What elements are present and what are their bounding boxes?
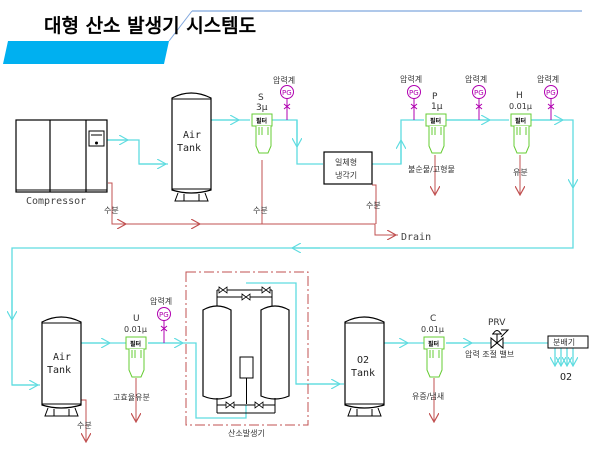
air-piping-row1 (12, 120, 573, 385)
filter-u-grade: U (133, 314, 140, 324)
filter-s[interactable]: S 3μ 필터 (251, 93, 273, 154)
adsorption-column-a (202, 305, 232, 400)
pipe-drain-tank2 (81, 399, 86, 442)
valve-icon (241, 293, 251, 301)
oxygen-generator-boundary (185, 271, 309, 426)
filter-h-grade: H (516, 91, 523, 101)
o2-tank-label-line2: Tank (351, 368, 375, 379)
filter-p-tag: 필터 (430, 117, 441, 125)
o2-tank-label-line1: O2 (357, 355, 369, 366)
svg-text:PG: PG (474, 89, 484, 97)
pipe-drain-dryer (372, 184, 377, 224)
adsorption-column-b (260, 305, 290, 400)
filter-s-micron: 3μ (256, 103, 268, 113)
distributor[interactable]: 분배기 O2 (547, 335, 589, 383)
filter-c-micron: 0.01μ (421, 325, 444, 334)
air-tank-2-label-line1: Air (53, 352, 71, 363)
filter-s-grade: S (258, 93, 264, 103)
svg-text:PG: PG (282, 89, 292, 97)
pipe-compressor-to-tank (107, 139, 168, 165)
filter-h-micron: 0.01μ (509, 102, 532, 111)
valve-icon (225, 401, 235, 409)
dryer-label-line2: 냉각기 (335, 170, 357, 180)
air-tank-2-drain-label: 수분 (77, 421, 92, 430)
pressure-relief-valve[interactable]: PRV 압력 조절 밸브 (465, 318, 514, 359)
filter-s-tag: 필터 (256, 117, 267, 125)
pressure-gauge-u-label: 압력계 (150, 296, 172, 306)
pressure-gauge-h-outlet[interactable]: 압력계 PG (537, 74, 559, 120)
controller-box (239, 356, 254, 379)
header: 대형 산소 발생기 시스템도 (3, 10, 582, 64)
distributor-output-label: O2 (560, 372, 572, 383)
air-tank-2[interactable]: Air Tank 수분 (41, 316, 92, 430)
pressure-gauge-h-inlet[interactable]: 압력계 PG (465, 74, 487, 120)
valve-icon (254, 401, 264, 409)
air-tank-1-label-line1: Air (183, 130, 201, 141)
valve-icon (261, 286, 271, 294)
pressure-gauge-h-inlet-label: 압력계 (465, 74, 487, 84)
prv-label: 압력 조절 밸브 (465, 349, 514, 359)
page-title: 대형 산소 발생기 시스템도 (44, 15, 256, 37)
filter-p[interactable]: P 1μ 필터 불순물/고형물 (408, 92, 455, 174)
air-tank-1[interactable]: Air Tank (171, 92, 212, 202)
prv-tag: PRV (488, 318, 506, 328)
title-rule-slant (168, 10, 193, 42)
svg-text:PG: PG (409, 89, 419, 97)
air-piping-row2 (81, 282, 573, 419)
air-tank-1-label-line2: Tank (177, 143, 201, 154)
o2-tank[interactable]: O2 Tank (344, 316, 385, 417)
oxygen-generator-label: 산소발생기 (228, 428, 265, 438)
filter-c-grade: C (430, 314, 436, 324)
filter-u-tag: 필터 (130, 340, 141, 348)
filter-h-drain-label: 유분 (513, 168, 528, 177)
dryer-drain-label: 수분 (366, 201, 381, 210)
oxygen-generator[interactable]: 산소발생기 (185, 271, 309, 438)
title-accent-bar (3, 41, 169, 64)
filter-c-drain-label: 유증/냄새 (412, 391, 444, 401)
filter-h[interactable]: H 0.01μ 필터 유분 (509, 91, 532, 177)
filter-u-micron: 0.01μ (124, 325, 147, 334)
dryer-label-line1: 일체형 (335, 157, 357, 167)
filter-u-drain-label: 고효율유분 (113, 393, 150, 402)
pressure-gauge-s[interactable]: 압력계 PG (273, 75, 295, 120)
drain-outlet-label: Drain (401, 232, 431, 243)
filter-p-micron: 1μ (431, 102, 443, 112)
filter-p-grade: P (432, 92, 438, 102)
pressure-gauge-u[interactable]: 압력계 PG (150, 296, 172, 343)
compressor-label: Compressor (26, 196, 86, 207)
filter-h-tag: 필터 (515, 117, 526, 125)
air-tank-2-label-line2: Tank (47, 365, 71, 376)
pressure-gauge-s-label: 압력계 (273, 75, 295, 85)
drain-piping-row2 (81, 378, 434, 442)
valve-icon (218, 286, 228, 294)
svg-text:PG: PG (546, 89, 556, 97)
pipe-generator-inlet (193, 342, 247, 419)
pressure-gauge-p[interactable]: 압력계 PG (400, 74, 422, 120)
filter-u[interactable]: U 0.01μ 필터 고효율유분 (113, 314, 150, 402)
pressure-gauge-h-outlet-label: 압력계 (537, 74, 559, 84)
filter-p-drain-label: 불순물/고형물 (408, 164, 455, 174)
pressure-gauge-p-label: 압력계 (400, 74, 422, 84)
distributor-label: 분배기 (553, 338, 575, 347)
filter-s-drain-label: 수분 (253, 206, 268, 215)
compressor-drain-label: 수분 (104, 206, 119, 215)
compressor[interactable]: Compressor 수분 (15, 119, 119, 215)
pipe-dryer-to-filter-p (372, 119, 424, 165)
filter-c[interactable]: C 0.01μ 필터 유증/냄새 (412, 314, 445, 401)
drain-piping-row1 (108, 155, 520, 235)
svg-text:PG: PG (159, 311, 169, 319)
refrigerated-dryer[interactable]: 일체형 냉각기 수분 (323, 151, 381, 210)
filter-c-tag: 필터 (428, 340, 439, 348)
